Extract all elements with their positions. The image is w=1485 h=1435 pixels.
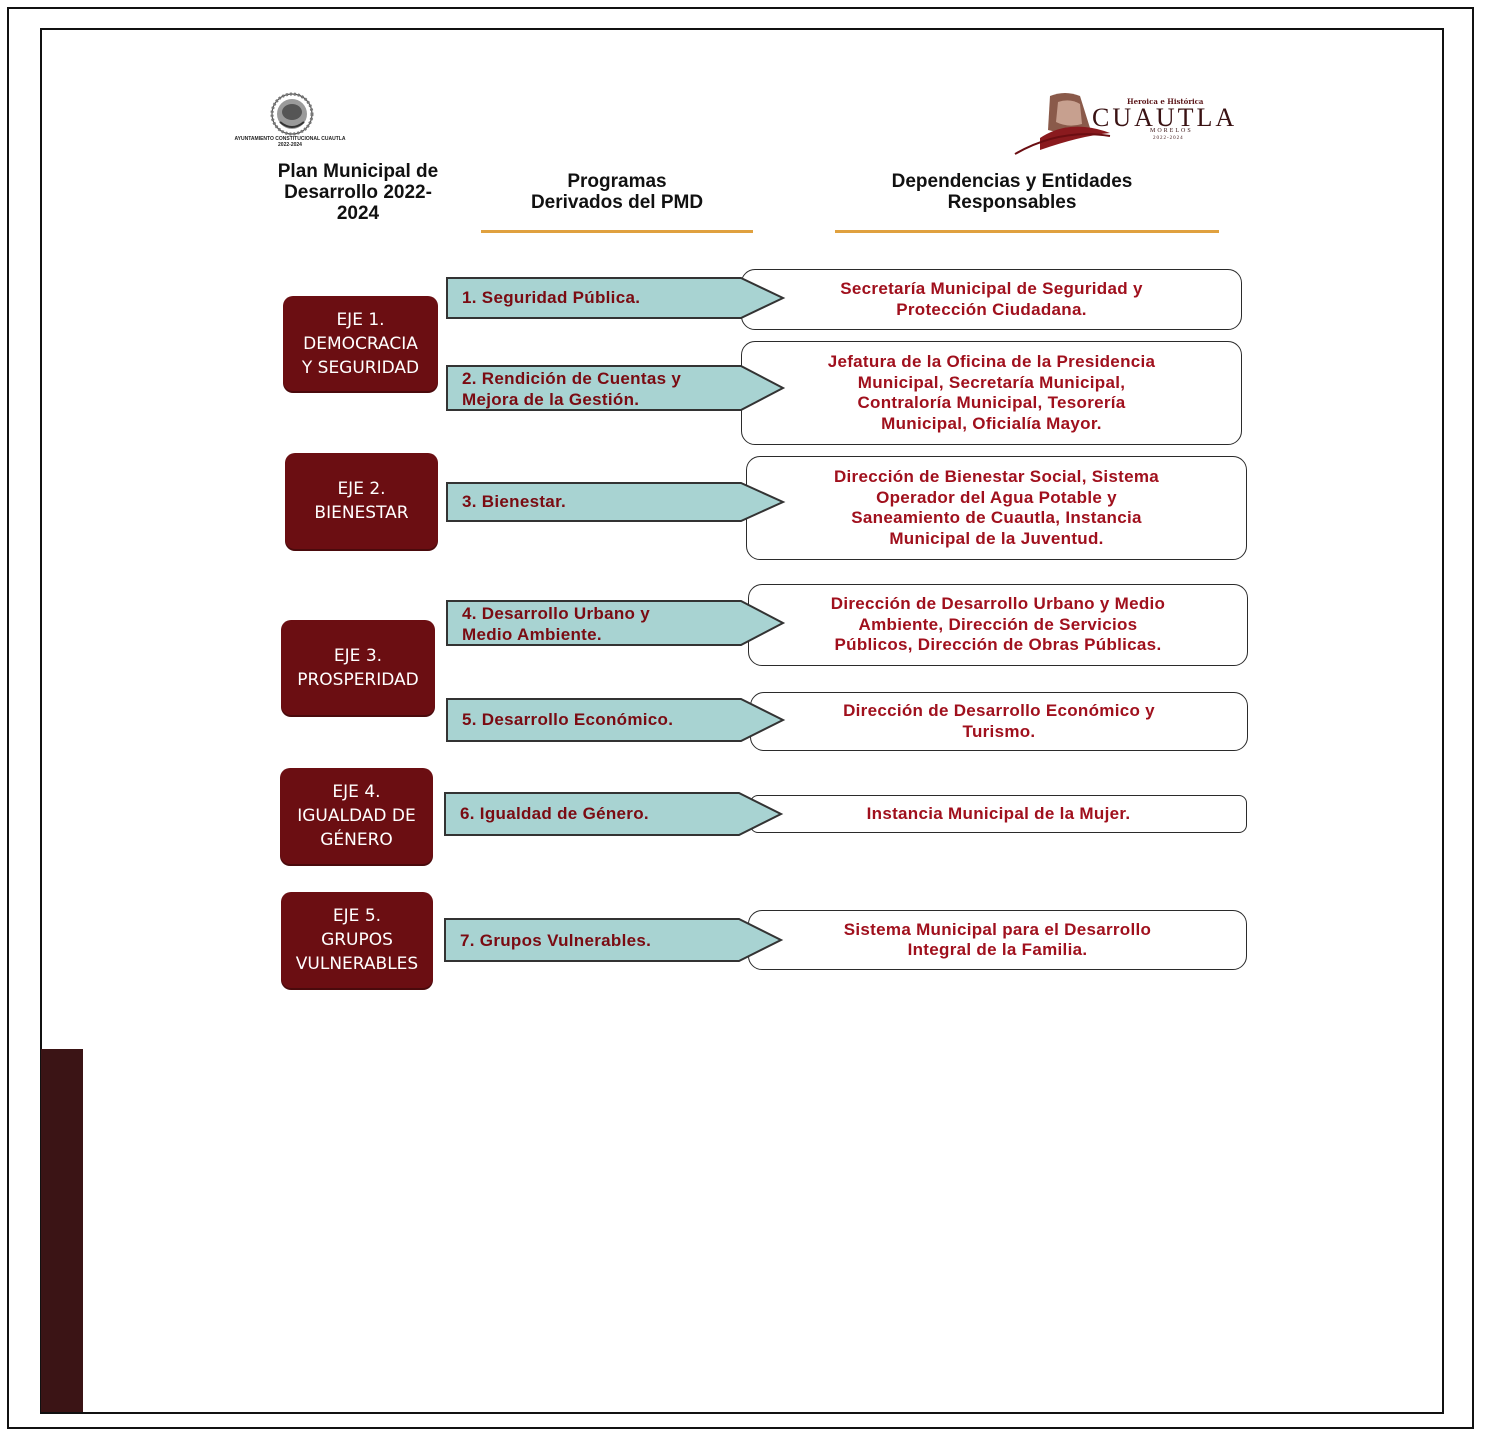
responsables-box-7: Sistema Municipal para el Desarrollo Int… — [748, 910, 1247, 970]
programa-label-4: 4. Desarrollo Urbano y Medio Ambiente. — [462, 604, 650, 644]
eje-4-box: EJE 4. IGUALDAD DE GÉNERO — [280, 768, 433, 864]
outer-page-border — [7, 7, 1474, 1429]
programa-arrow-1: 1. Seguridad Pública. — [446, 276, 786, 320]
programa-arrow-6: 6. Igualdad de Género. — [444, 791, 784, 837]
coat-of-arms-icon — [270, 92, 314, 136]
responsables-box-1: Secretaría Municipal de Seguridad y Prot… — [741, 269, 1242, 330]
responsables-box-3: Dirección de Bienestar Social, Sistema O… — [746, 456, 1247, 560]
responsables-label-7: Sistema Municipal para el Desarrollo Int… — [843, 919, 1152, 960]
eje-5-box: EJE 5. GRUPOS VULNERABLES — [281, 892, 433, 988]
programa-label-7: 7. Grupos Vulnerables. — [460, 931, 652, 950]
programa-label-6: 6. Igualdad de Género. — [460, 804, 649, 823]
programa-arrow-4: 4. Desarrollo Urbano y Medio Ambiente. — [446, 599, 786, 647]
programa-arrow-7: 7. Grupos Vulnerables. — [444, 917, 784, 963]
eje-3-label: EJE 3. PROSPERIDAD — [297, 645, 419, 690]
eje-3-box: EJE 3. PROSPERIDAD — [281, 620, 435, 715]
responsables-box-4: Dirección de Desarrollo Urbano y Medio A… — [748, 584, 1248, 666]
header-rule-programas — [481, 230, 753, 233]
eje-5-label: EJE 5. GRUPOS VULNERABLES — [295, 906, 419, 974]
inner-page-border — [40, 28, 1444, 1414]
programa-label-2: 2. Rendición de Cuentas y Mejora de la G… — [462, 369, 682, 409]
brand-name: CUAUTLA — [1092, 103, 1238, 132]
cuautla-logo-icon — [1014, 93, 1111, 155]
eje-2-label: EJE 2. BIENESTAR — [314, 479, 409, 523]
responsables-label-5: Dirección de Desarrollo Económico y Turi… — [843, 701, 1155, 741]
brand-state: MORELOS — [1150, 128, 1193, 134]
programa-arrow-3: 3. Bienestar. — [446, 481, 786, 523]
column-title-dependencias: Dependencias y Entidades Responsables — [891, 171, 1133, 213]
responsables-label-1: Secretaría Municipal de Seguridad y Prot… — [840, 279, 1143, 319]
programa-arrow-2: 2. Rendición de Cuentas y Mejora de la G… — [446, 364, 786, 412]
column-title-programas: Programas Derivados del PMD — [530, 171, 704, 213]
responsables-box-2: Jefatura de la Oficina de la Presidencia… — [741, 341, 1242, 445]
responsables-label-2: Jefatura de la Oficina de la Presidencia… — [827, 352, 1156, 433]
brand-tagline: Heroica e Histórica — [1127, 97, 1204, 106]
responsables-box-5: Dirección de Desarrollo Económico y Turi… — [750, 692, 1248, 751]
responsables-label-4: Dirección de Desarrollo Urbano y Medio A… — [830, 594, 1166, 655]
responsables-label-6: Instancia Municipal de la Mujer. — [866, 803, 1131, 823]
eje-4-label: EJE 4. IGUALDAD DE GÉNERO — [297, 782, 416, 850]
responsables-box-6: Instancia Municipal de la Mujer. — [750, 795, 1247, 833]
column-title-plan: Plan Municipal de Desarrollo 2022- 2024 — [277, 161, 439, 224]
eje-1-box: EJE 1. DEMOCRACIA Y SEGURIDAD — [283, 296, 438, 391]
programa-label-5: 5. Desarrollo Económico. — [462, 710, 674, 729]
header-rule-dependencias — [835, 230, 1219, 233]
programa-arrow-5: 5. Desarrollo Económico. — [446, 697, 786, 743]
eje-1-label: EJE 1. DEMOCRACIA Y SEGURIDAD — [301, 309, 420, 378]
brand-years: 2022-2024 — [1153, 136, 1184, 141]
emblem-caption: AYUNTAMIENTO CONSTITUCIONAL CUAUTLA 2022… — [234, 136, 346, 148]
programa-label-3: 3. Bienestar. — [462, 492, 567, 511]
responsables-label-3: Dirección de Bienestar Social, Sistema O… — [833, 467, 1160, 548]
side-decor-bar — [41, 1049, 83, 1412]
programa-label-1: 1. Seguridad Pública. — [462, 288, 641, 307]
eje-2-box: EJE 2. BIENESTAR — [285, 453, 438, 549]
